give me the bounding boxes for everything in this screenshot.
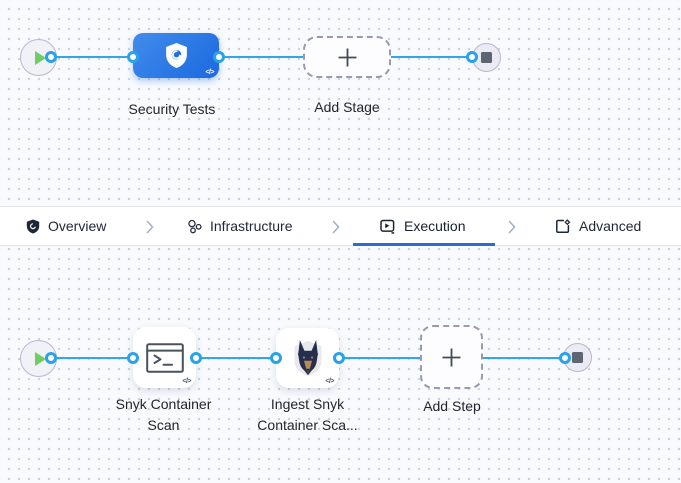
stage-flow-line <box>38 55 472 58</box>
stop-icon <box>481 51 492 63</box>
step-label: Ingest Snyk Container Sca... <box>257 396 358 433</box>
connector-dot[interactable] <box>213 51 225 63</box>
step-code-badge: </> <box>182 378 191 385</box>
step-label: Snyk Container Scan <box>115 396 212 433</box>
tab-label: Overview <box>48 218 107 234</box>
connector-dot[interactable] <box>333 352 345 364</box>
infrastructure-cluster-icon <box>188 219 202 233</box>
connector-dot[interactable] <box>127 51 139 63</box>
play-icon <box>34 50 46 65</box>
chevron-right-icon <box>508 220 516 234</box>
snyk-logo-icon <box>294 340 321 376</box>
step-node-ingest-snyk[interactable]: </> <box>276 328 339 388</box>
tab-label: Execution <box>404 218 466 234</box>
connector-dot[interactable] <box>270 352 282 364</box>
tab-label: Infrastructure <box>210 218 293 234</box>
stage-code-badge: </> <box>205 69 214 76</box>
stage-node-security-tests[interactable]: </> <box>133 33 219 78</box>
chevron-right-icon <box>146 220 154 234</box>
run-terminal-icon <box>145 342 184 373</box>
add-stage-label: Add Stage <box>314 99 380 115</box>
overview-shield-icon <box>26 219 40 233</box>
chevron-right-icon <box>332 220 340 234</box>
play-icon <box>34 351 46 366</box>
add-step-button[interactable] <box>420 325 483 389</box>
step-node-snyk-container-scan[interactable]: </> <box>133 327 196 388</box>
connector-dot[interactable] <box>190 352 202 364</box>
stage-config-tabbar: Overview Infrastructure Execution <box>0 206 681 246</box>
active-tab-underline <box>353 243 495 246</box>
tab-infrastructure[interactable]: Infrastructure <box>187 207 292 245</box>
plus-icon <box>338 48 356 66</box>
advanced-doc-gear-icon <box>556 218 571 233</box>
connector-dot[interactable] <box>559 352 571 364</box>
connector-dot[interactable] <box>466 51 478 63</box>
plus-icon <box>442 348 461 366</box>
tab-advanced[interactable]: Advanced <box>555 207 641 245</box>
add-step-label: Add Step <box>423 398 481 414</box>
tab-label: Advanced <box>579 218 642 234</box>
stage-label: Security Tests <box>128 101 216 117</box>
execution-play-box-icon <box>380 219 395 234</box>
tab-overview[interactable]: Overview <box>26 207 106 245</box>
step-end-node[interactable] <box>563 343 592 372</box>
tab-execution[interactable]: Execution <box>380 207 465 245</box>
add-stage-button[interactable] <box>303 36 391 78</box>
connector-dot[interactable] <box>45 352 57 364</box>
security-shield-icon <box>165 43 187 68</box>
connector-dot[interactable] <box>127 352 139 364</box>
connector-dot[interactable] <box>45 51 57 63</box>
step-code-badge: </> <box>325 378 334 385</box>
stop-icon <box>572 352 583 363</box>
